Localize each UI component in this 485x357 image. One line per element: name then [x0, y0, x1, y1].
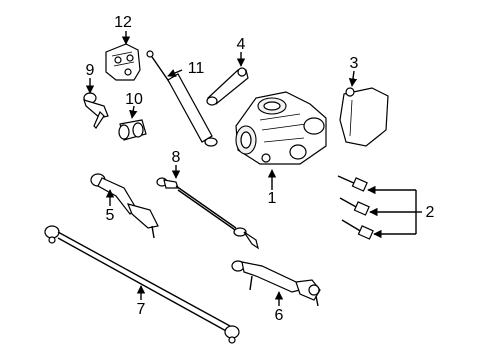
callout-5: 5 [106, 207, 115, 224]
callout-12: 12 [114, 14, 132, 31]
part-1-steering-gear [235, 91, 327, 165]
callout-4: 4 [237, 36, 246, 53]
leader-lines [85, 31, 422, 306]
part-2-bolts [337, 175, 374, 240]
callout-9: 9 [86, 62, 95, 79]
callout-10: 10 [125, 91, 143, 108]
callout-1: 1 [268, 190, 277, 207]
part-5-tie-rod-end [90, 173, 159, 239]
callout-3: 3 [350, 55, 359, 72]
part-7-drag-link [44, 225, 240, 344]
part-11-steering-damper [146, 50, 218, 147]
callout-7: 7 [137, 301, 146, 318]
part-4-pitman-arm [206, 67, 249, 106]
part-12-bracket [105, 43, 141, 81]
callout-2: 2 [426, 204, 435, 221]
part-3-shield [339, 87, 389, 147]
callout-8: 8 [172, 149, 181, 166]
part-6-tie-rod [231, 260, 321, 307]
callout-6: 6 [275, 307, 284, 324]
callout-11: 11 [188, 60, 205, 77]
part-9-tie-rod-end [83, 92, 109, 129]
part-8-adjuster-rod [156, 177, 259, 250]
part-10-clamp [118, 119, 147, 141]
